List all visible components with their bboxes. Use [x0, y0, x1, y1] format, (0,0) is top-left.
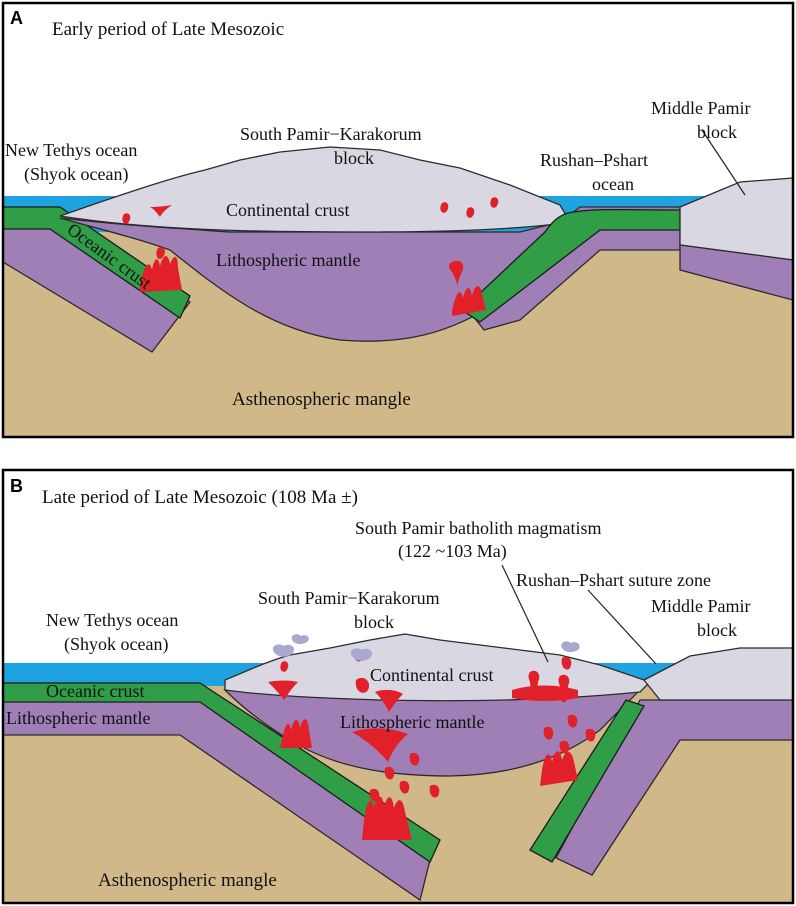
- panel-b-spk-line1: South Pamir−Karakorum: [258, 588, 440, 608]
- panel-a-lithospheric-mantle-label: Lithospheric mantle: [216, 250, 360, 270]
- panel-b-suture-label: Rushan–Pshart suture zone: [516, 570, 711, 590]
- panel-b-suture-leader: [587, 589, 657, 665]
- panel-a-frame: [1, 1, 795, 439]
- panel-b-new-tethys-line2: (Shyok ocean): [64, 634, 168, 655]
- panel-b-volcanic-plumes: [272, 634, 580, 661]
- panel-b: B Late period of Late Mesozoic (108 Ma ±…: [1, 468, 795, 905]
- panel-a-middle-pamir-line2: block: [697, 122, 737, 142]
- panel-b-batholith-line1: South Pamir batholith magmatism: [355, 518, 602, 538]
- panel-a-magma-left: [122, 205, 182, 292]
- panel-b-lithospheric-mantle-center-label: Lithospheric mantle: [340, 712, 484, 732]
- panel-a-rushan-line1: Rushan–Pshart: [540, 150, 648, 170]
- panel-a-sky: [3, 3, 793, 200]
- panel-b-letter: B: [10, 476, 23, 496]
- panel-a-middle-pamir-block: [679, 177, 793, 261]
- panel-a-asthenospheric-label: Asthenospheric mangle: [232, 389, 411, 410]
- panel-a-middle-pamir-leader: [701, 129, 746, 196]
- panel-a: A Early period of Late Mesozoic New Teth…: [1, 1, 795, 439]
- panel-a-new-tethys-line1: New Tethys ocean: [5, 140, 137, 160]
- panel-a-rushan-line2: ocean: [592, 174, 634, 194]
- panel-a-middle-pamir-line1: Middle Pamir: [651, 98, 751, 118]
- panel-a-spk-line2: block: [334, 148, 374, 168]
- panel-b-middle-pamir-line1: Middle Pamir: [651, 596, 751, 616]
- panel-b-batholith-leader: [501, 564, 549, 663]
- panel-b-batholith-line2: (122 ~103 Ma): [398, 541, 507, 562]
- panel-a-middle-pamir-mantle: [679, 244, 793, 301]
- panel-a-title: Early period of Late Mesozoic: [52, 19, 284, 40]
- panel-b-left-oceanic-crust: [3, 682, 441, 863]
- panel-b-frame: [1, 468, 795, 905]
- panel-b-asthenospheric-label: Asthenospheric mangle: [98, 870, 277, 891]
- panel-a-spk-line1: South Pamir−Karakorum: [240, 124, 422, 144]
- panel-b-title: Late period of Late Mesozoic (108 Ma ±): [42, 487, 358, 508]
- panel-a-letter: A: [10, 8, 23, 28]
- panel-b-magma-left: [268, 661, 312, 748]
- panel-b-oceanic-crust-label: Oceanic crust: [46, 681, 144, 701]
- panel-b-continental-crust-label: Continental crust: [370, 665, 493, 685]
- panel-b-lithospheric-mantle-left-label: Lithospheric mantle: [6, 708, 150, 728]
- panel-a-magma-right: [440, 197, 499, 316]
- panel-b-magma-right: [512, 656, 596, 786]
- panel-b-spk-line2: block: [354, 612, 394, 632]
- panel-b-new-tethys-line1: New Tethys ocean: [46, 610, 178, 630]
- panel-a-continental-crust-label: Continental crust: [226, 200, 349, 220]
- panel-a-new-tethys-line2: (Shyok ocean): [24, 164, 128, 185]
- panel-b-middle-pamir-block: [642, 647, 793, 701]
- panel-b-middle-pamir-line2: block: [697, 620, 737, 640]
- panel-b-sky: [3, 470, 793, 666]
- panel-b-right-oceanic-crust: [529, 699, 645, 863]
